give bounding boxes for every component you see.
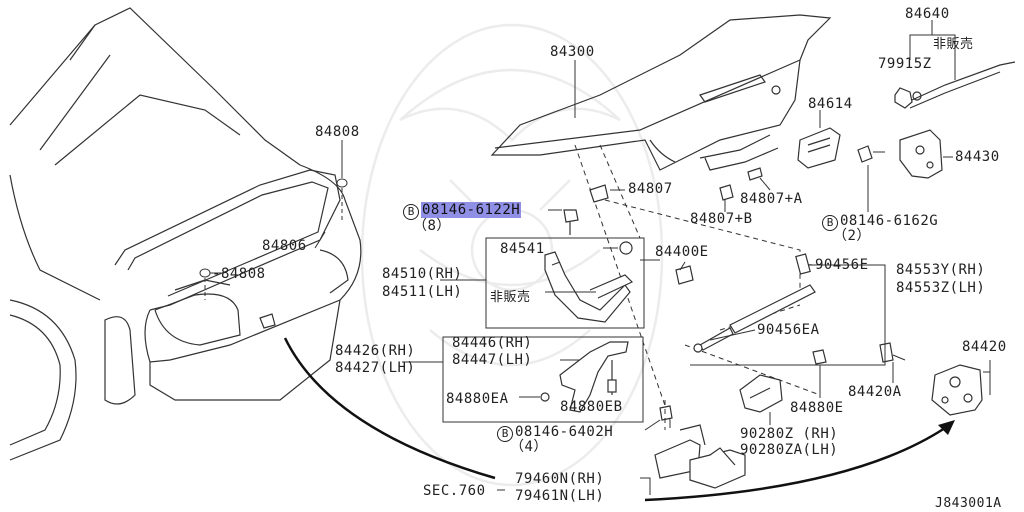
label-84808-bottom: -84808 — [212, 266, 266, 282]
label-84807-A: 84807+A — [740, 191, 803, 207]
label-84427-lh: 84427(LH) — [335, 360, 416, 376]
label-84640: 84640 — [905, 6, 950, 22]
striker-84430 — [899, 129, 943, 179]
label-90456E: -90456E — [806, 257, 869, 273]
trunk-lid-84300 — [490, 14, 832, 171]
hinge-84446 — [540, 341, 629, 413]
label-84553Z-lh: 84553Z(LH) — [896, 280, 986, 296]
label-84446-rh: 84446(RH) — [452, 335, 533, 351]
label-sec-760: SEC.760 — [423, 483, 486, 499]
label-84807: 84807 — [628, 181, 673, 197]
circle-b-marker: B — [497, 426, 513, 442]
label-84880EB: 84880EB — [560, 399, 623, 415]
label-90280ZA-lh: 90280ZA(LH) — [740, 442, 839, 458]
label-84420A: 84420A — [848, 384, 902, 400]
label-79915Z: 79915Z — [878, 56, 932, 72]
label-bolt-qty-2: （2） — [833, 228, 871, 244]
lock-cylinder-84614 — [797, 127, 841, 169]
bracket-90280Z — [739, 374, 783, 413]
diagram-id: J843001A — [935, 496, 1002, 511]
circle-b-marker: B — [822, 215, 838, 231]
bumper-84807 — [589, 184, 609, 203]
label-84614: 84614 — [808, 96, 853, 112]
label-bolt-qty-4: （4） — [510, 439, 548, 455]
label-84510-rh: 84510(RH) — [382, 266, 463, 282]
label-84880EA: 84880EA — [446, 391, 509, 407]
label-84430: 84430 — [955, 149, 1000, 165]
bracket-79460N — [654, 424, 746, 489]
hinge-group-box — [485, 237, 645, 329]
lock-84420 — [931, 364, 983, 416]
label-84420: 84420 — [962, 339, 1007, 355]
label-bolt-qty-8: （8） — [413, 218, 451, 234]
label-84806: 84806 — [262, 238, 307, 254]
label-not-for-sale-top: 非販売 — [933, 37, 974, 52]
label-79460N-rh: 79460N(RH) — [515, 471, 605, 487]
label-84400E: 84400E — [655, 244, 709, 260]
label-84807-B: 84807+B — [690, 211, 753, 227]
hinge-84510 — [544, 241, 634, 323]
bolt-part-number-highlighted[interactable]: 08146-6122H — [421, 202, 522, 218]
label-84300: 84300 — [550, 44, 595, 60]
label-84808-top: 84808 — [315, 124, 360, 140]
label-84880E: 84880E — [790, 400, 844, 416]
label-90456EA: 90456EA — [757, 322, 820, 338]
label-84541: 84541 — [500, 241, 545, 257]
torsion-group-box — [442, 336, 644, 423]
cable-84640 — [894, 61, 1016, 109]
label-84553Y-rh: 84553Y(RH) — [896, 262, 986, 278]
label-84511-lh: 84511(LH) — [382, 284, 463, 300]
circle-b-marker: B — [403, 204, 419, 220]
label-90280Z-rh: 90280Z (RH) — [740, 426, 839, 442]
label-84426-rh: 84426(RH) — [335, 343, 416, 359]
car-rear-body — [9, 7, 362, 461]
label-84447-lh: 84447(LH) — [452, 352, 533, 368]
label-not-for-sale-mid: 非販売 — [490, 290, 531, 305]
label-79461N-lh: 79461N(LH) — [515, 488, 605, 504]
